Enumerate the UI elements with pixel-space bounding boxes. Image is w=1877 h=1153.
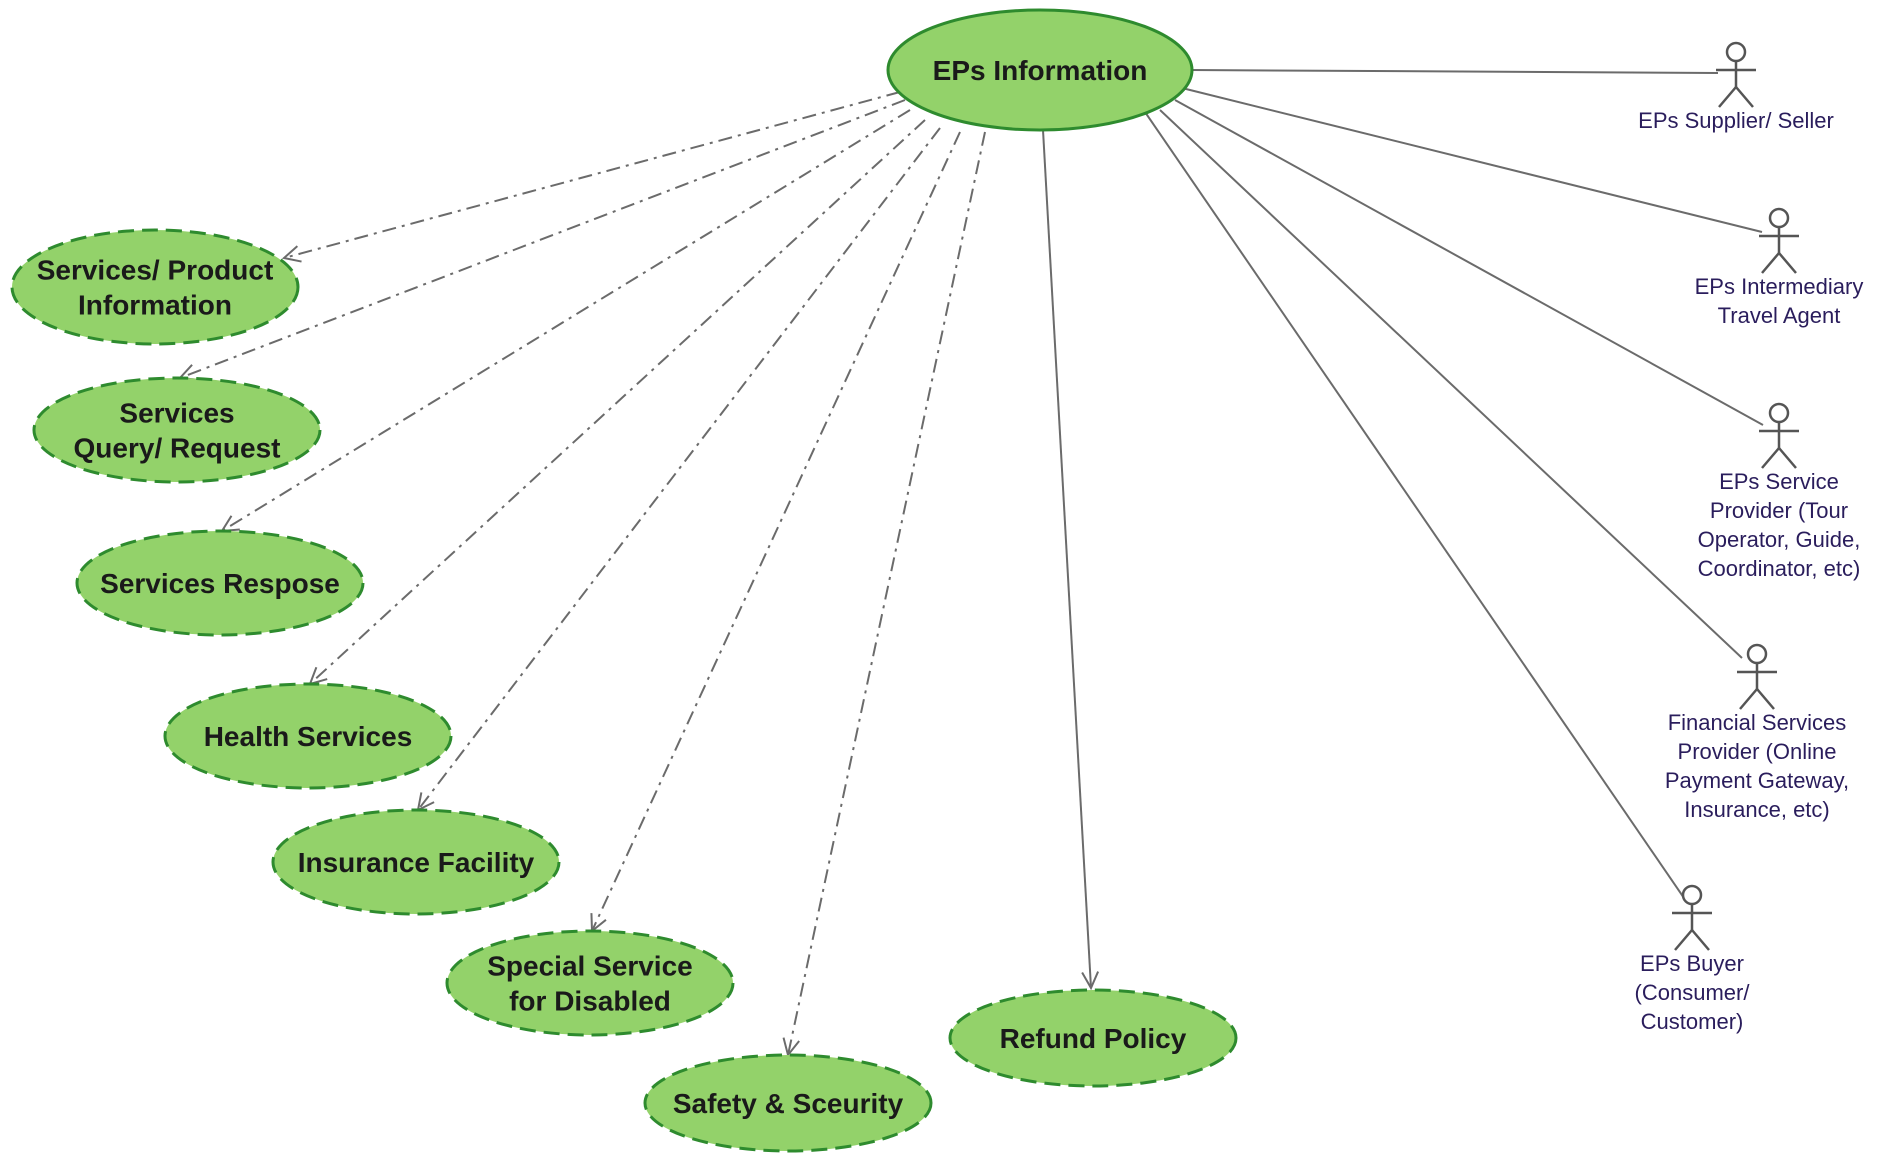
main-use-case-ellipse [886, 8, 1194, 132]
association-buyer [1144, 111, 1685, 899]
use-case-label: for Disabled [509, 986, 671, 1017]
connector-safety-security [788, 131, 986, 1055]
association-supplier-seller [1189, 69, 1719, 74]
actor-supplier-seller: EPs Supplier/ Seller [1638, 41, 1834, 133]
use-case-ellipse [643, 1053, 933, 1153]
actor-label: Payment Gateway, [1665, 768, 1849, 793]
use-case-safety-security: Safety & Sceurity [643, 1053, 933, 1153]
actor-label: EPs Service [1719, 469, 1839, 494]
use-case-label: Special Service [487, 951, 692, 982]
use-case-insurance-facility: Insurance Facility [271, 808, 561, 916]
connector-special-service-disabled [592, 131, 961, 931]
connector-services-response [222, 109, 911, 531]
actor-label: EPs Buyer [1640, 951, 1744, 976]
use-case-special-service-disabled: Special Service for Disabled [445, 929, 735, 1037]
actor-label: (Consumer/ [1635, 980, 1751, 1005]
use-case-label: Safety & Sceurity [673, 1088, 904, 1119]
stick-figure-icon [1759, 402, 1799, 469]
use-case-label: Services [119, 398, 234, 429]
use-case-ellipse [10, 228, 300, 346]
use-case-ellipse [163, 682, 453, 790]
use-case-label: Services/ Product [37, 255, 274, 286]
stick-figure-icon [1759, 207, 1799, 274]
use-case-label: Information [78, 290, 232, 321]
use-case-health-services: Health Services [163, 682, 453, 790]
use-case-label: Query/ Request [74, 433, 281, 464]
use-case-services-response: Services Respose [75, 529, 365, 637]
stick-figure-icon [1716, 41, 1756, 108]
connector-services-product-information [284, 91, 901, 258]
use-case-ellipse [445, 929, 735, 1037]
main-use-case-label: EPs Information [933, 55, 1148, 86]
actor-label: Travel Agent [1718, 303, 1841, 328]
actor-label: Insurance, etc) [1684, 797, 1830, 822]
association-financial-services-provider [1159, 109, 1743, 659]
use-case-label: Services Respose [100, 568, 340, 599]
actor-label: Customer) [1641, 1009, 1744, 1034]
stick-figure-icon [1737, 643, 1777, 710]
connector-refund-policy [1042, 129, 1091, 988]
stick-figure-icon [1672, 884, 1712, 951]
actor-label: Operator, Guide, [1698, 527, 1861, 552]
use-case-ellipse [75, 529, 365, 637]
connector-health-services [310, 119, 926, 684]
actor-buyer: EPs Buyer (Consumer/Customer) [1635, 884, 1751, 1034]
use-case-ellipse [32, 376, 322, 484]
association-service-provider [1174, 99, 1764, 426]
connector-services-query-request [180, 99, 906, 378]
actor-label: Coordinator, etc) [1698, 556, 1861, 581]
actor-label: EPs Intermediary [1695, 274, 1864, 299]
association-intermediary-travel-agent [1181, 87, 1763, 233]
actor-label: EPs Supplier/ Seller [1638, 108, 1834, 133]
use-case-label: Insurance Facility [298, 847, 535, 878]
use-case-label: Refund Policy [1000, 1023, 1187, 1054]
use-case-ellipse [271, 808, 561, 916]
use-case-ellipse [948, 988, 1238, 1088]
actor-label: Provider (Tour [1710, 498, 1848, 523]
use-case-refund-policy: Refund Policy [948, 988, 1238, 1088]
actor-label: Financial Services [1668, 710, 1847, 735]
connectors [180, 69, 1764, 1055]
actor-label: Provider (Online [1678, 739, 1837, 764]
use-case-label: Health Services [204, 721, 413, 752]
